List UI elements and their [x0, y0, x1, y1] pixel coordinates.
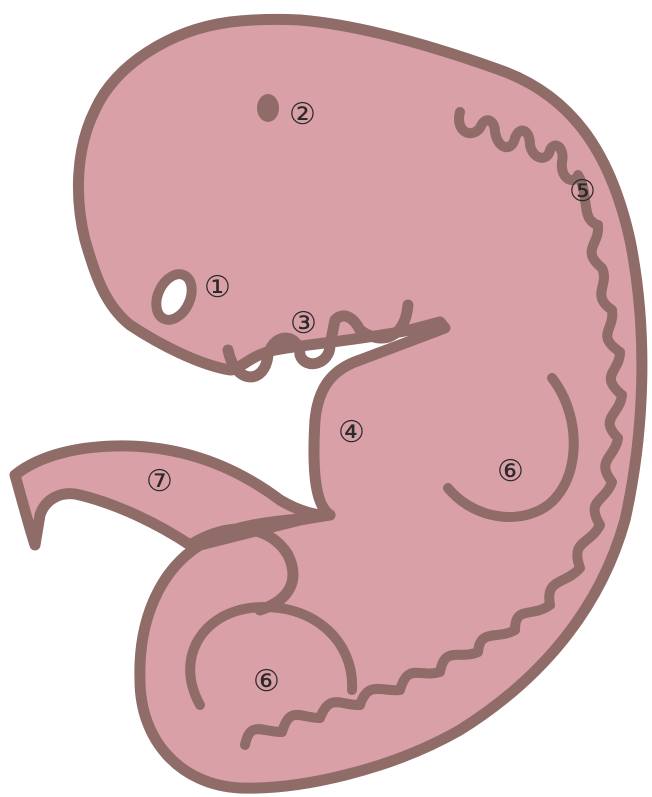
- label-eye: ①: [204, 270, 231, 305]
- label-ear: ②: [289, 97, 316, 132]
- label-pharyngeal-arches: ③: [290, 306, 317, 341]
- label-lower-limb-bud: ⑥: [253, 664, 280, 699]
- label-heart-bulge: ④: [338, 415, 365, 450]
- ear-dot: [257, 94, 279, 122]
- label-umbilical-stalk: ⑦: [146, 464, 173, 499]
- embryo-body: [78, 19, 641, 788]
- label-somites: ⑤: [569, 174, 596, 209]
- label-upper-limb-bud: ⑥: [497, 454, 524, 489]
